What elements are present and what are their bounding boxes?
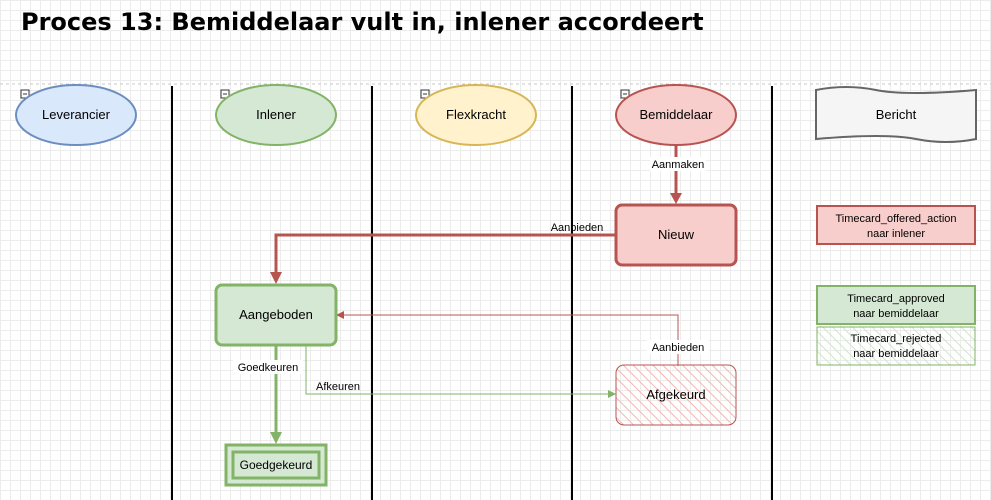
edge-goedkeuren[interactable]: Goedkeuren — [233, 345, 303, 444]
message-offered[interactable]: Timecard_offered_action naar inlener — [816, 205, 976, 245]
lane-header-leverancier[interactable]: Leverancier — [15, 84, 137, 146]
message-approved[interactable]: Timecard_approved naar bemiddelaar — [816, 285, 976, 325]
arrow-head — [608, 390, 616, 398]
message-line: Timecard_rejected — [851, 333, 942, 345]
lane-header-bemiddelaar[interactable]: Bemiddelaar — [615, 84, 737, 146]
edge-afkeuren[interactable]: Afkeuren — [305, 345, 616, 398]
lane-header-inlener[interactable]: Inlener — [215, 84, 337, 146]
document-shape — [815, 86, 977, 143]
message-line: naar inlener — [867, 228, 925, 240]
lane-dividers — [171, 86, 773, 500]
lane-label: Flexkracht — [446, 107, 506, 122]
edge-aanmaken[interactable]: Aanmaken — [650, 145, 706, 204]
state-label: Goedgekeurd — [240, 458, 313, 472]
lane-label: Leverancier — [42, 107, 111, 122]
state-nieuw[interactable]: Nieuw — [614, 203, 738, 267]
edge-label: Goedkeuren — [238, 362, 299, 374]
lane-label: Inlener — [256, 107, 296, 122]
edge-label: Aanbieden — [551, 222, 604, 234]
lane-shape — [15, 84, 137, 146]
state-label: Aangeboden — [239, 307, 313, 322]
arrow-head — [670, 193, 682, 204]
edge-aanbieden[interactable]: Aanbieden — [270, 222, 616, 284]
lane-shape — [215, 84, 337, 146]
edge-label: Aanmaken — [652, 159, 705, 171]
state-afgekeurd[interactable]: Afgekeurd — [615, 364, 737, 426]
edge-label: Aanbieden — [652, 342, 705, 354]
state-aangeboden[interactable]: Aangeboden — [214, 283, 338, 347]
arrow-head — [270, 432, 282, 444]
arrow-head — [336, 311, 344, 319]
lane-label: Bemiddelaar — [640, 107, 714, 122]
message-line: naar bemiddelaar — [853, 308, 939, 320]
lane-header-flexkracht[interactable]: Flexkracht — [415, 84, 537, 146]
page-title: Proces 13: Bemiddelaar vult in, inlener … — [21, 8, 704, 36]
message-line: Timecard_approved — [847, 293, 944, 305]
edge-aanbieden-again[interactable]: Aanbieden — [336, 311, 709, 366]
arrow-head — [270, 272, 282, 284]
state-label: Nieuw — [658, 227, 695, 242]
message-line: naar bemiddelaar — [853, 348, 939, 360]
edge-label: Afkeuren — [316, 381, 360, 393]
state-label: Afgekeurd — [646, 387, 705, 402]
lane-label: Bericht — [876, 107, 917, 122]
state-goedgekeurd[interactable]: Goedgekeurd — [224, 443, 328, 487]
message-line: Timecard_offered_action — [835, 213, 956, 225]
lane-header-bericht[interactable]: Bericht — [815, 86, 977, 143]
message-rejected[interactable]: Timecard_rejected naar bemiddelaar — [816, 326, 976, 366]
lane-shape — [415, 84, 537, 146]
